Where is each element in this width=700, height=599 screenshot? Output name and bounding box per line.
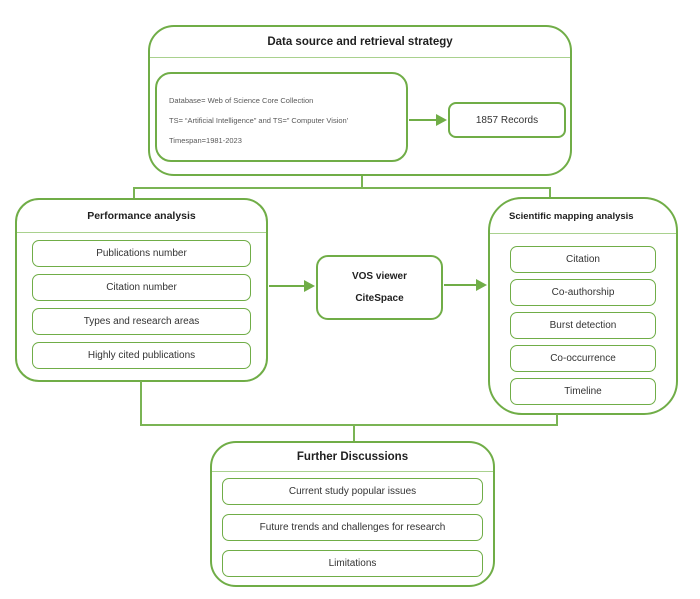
arrowhead-tools-to-mapping: [476, 279, 487, 291]
item-highly-cited-publications: Highly cited publications: [32, 342, 251, 369]
connector-bottom-left-drop: [140, 381, 142, 425]
arrowhead-performance-to-tools: [304, 280, 315, 292]
analysis-tools-box: VOS viewer CiteSpace: [316, 255, 443, 320]
performance-title: Performance analysis: [17, 200, 266, 233]
connector-bottom-stem: [353, 424, 355, 442]
performance-panel: Performance analysis Publications number…: [15, 198, 268, 382]
item-types-research-areas: Types and research areas: [32, 308, 251, 335]
connector-top-branch: [133, 187, 551, 189]
discussions-panel: Further Discussions Current study popula…: [210, 441, 495, 587]
item-citation-number: Citation number: [32, 274, 251, 301]
item-citation: Citation: [510, 246, 656, 273]
item-future-trends-challenges: Future trends and challenges for researc…: [222, 514, 483, 541]
mapping-title: Scientific mapping analysis: [490, 199, 676, 234]
arrowhead-query-to-records: [436, 114, 447, 126]
connector-bottom-branch: [140, 424, 558, 426]
connector-top-left-drop: [133, 187, 135, 199]
connector-top-stem: [361, 176, 363, 188]
item-timeline: Timeline: [510, 378, 656, 405]
performance-items: Publications number Citation number Type…: [17, 233, 266, 369]
query-topic-line: TS= “Artificial Intelligence” and TS=” C…: [169, 116, 349, 125]
tool-vos-viewer: VOS viewer: [351, 271, 408, 282]
arrow-tools-to-mapping: [444, 284, 477, 286]
connector-top-right-drop: [549, 187, 551, 198]
item-burst-detection: Burst detection: [510, 312, 656, 339]
arrow-performance-to-tools: [269, 285, 305, 287]
connector-bottom-right-drop: [556, 414, 558, 425]
mapping-items: Citation Co-authorship Burst detection C…: [490, 234, 676, 405]
query-timespan-line: Timespan=1981-2023: [169, 136, 242, 145]
item-co-occurrence: Co-occurrence: [510, 345, 656, 372]
item-limitations: Limitations: [222, 550, 483, 577]
mapping-panel: Scientific mapping analysis Citation Co-…: [488, 197, 678, 415]
arrow-query-to-records: [409, 119, 437, 121]
records-count-box: 1857 Records: [448, 102, 566, 138]
search-query-box: Database= Web of Science Core Collection…: [155, 72, 408, 162]
item-publications-number: Publications number: [32, 240, 251, 267]
item-co-authorship: Co-authorship: [510, 279, 656, 306]
item-current-study-popular-issues: Current study popular issues: [222, 478, 483, 505]
query-database-line: Database= Web of Science Core Collection: [169, 96, 314, 105]
discussions-title: Further Discussions: [212, 443, 493, 472]
discussions-items: Current study popular issues Future tren…: [212, 472, 493, 577]
tool-citespace: CiteSpace: [355, 293, 404, 304]
data-source-title: Data source and retrieval strategy: [150, 27, 570, 58]
